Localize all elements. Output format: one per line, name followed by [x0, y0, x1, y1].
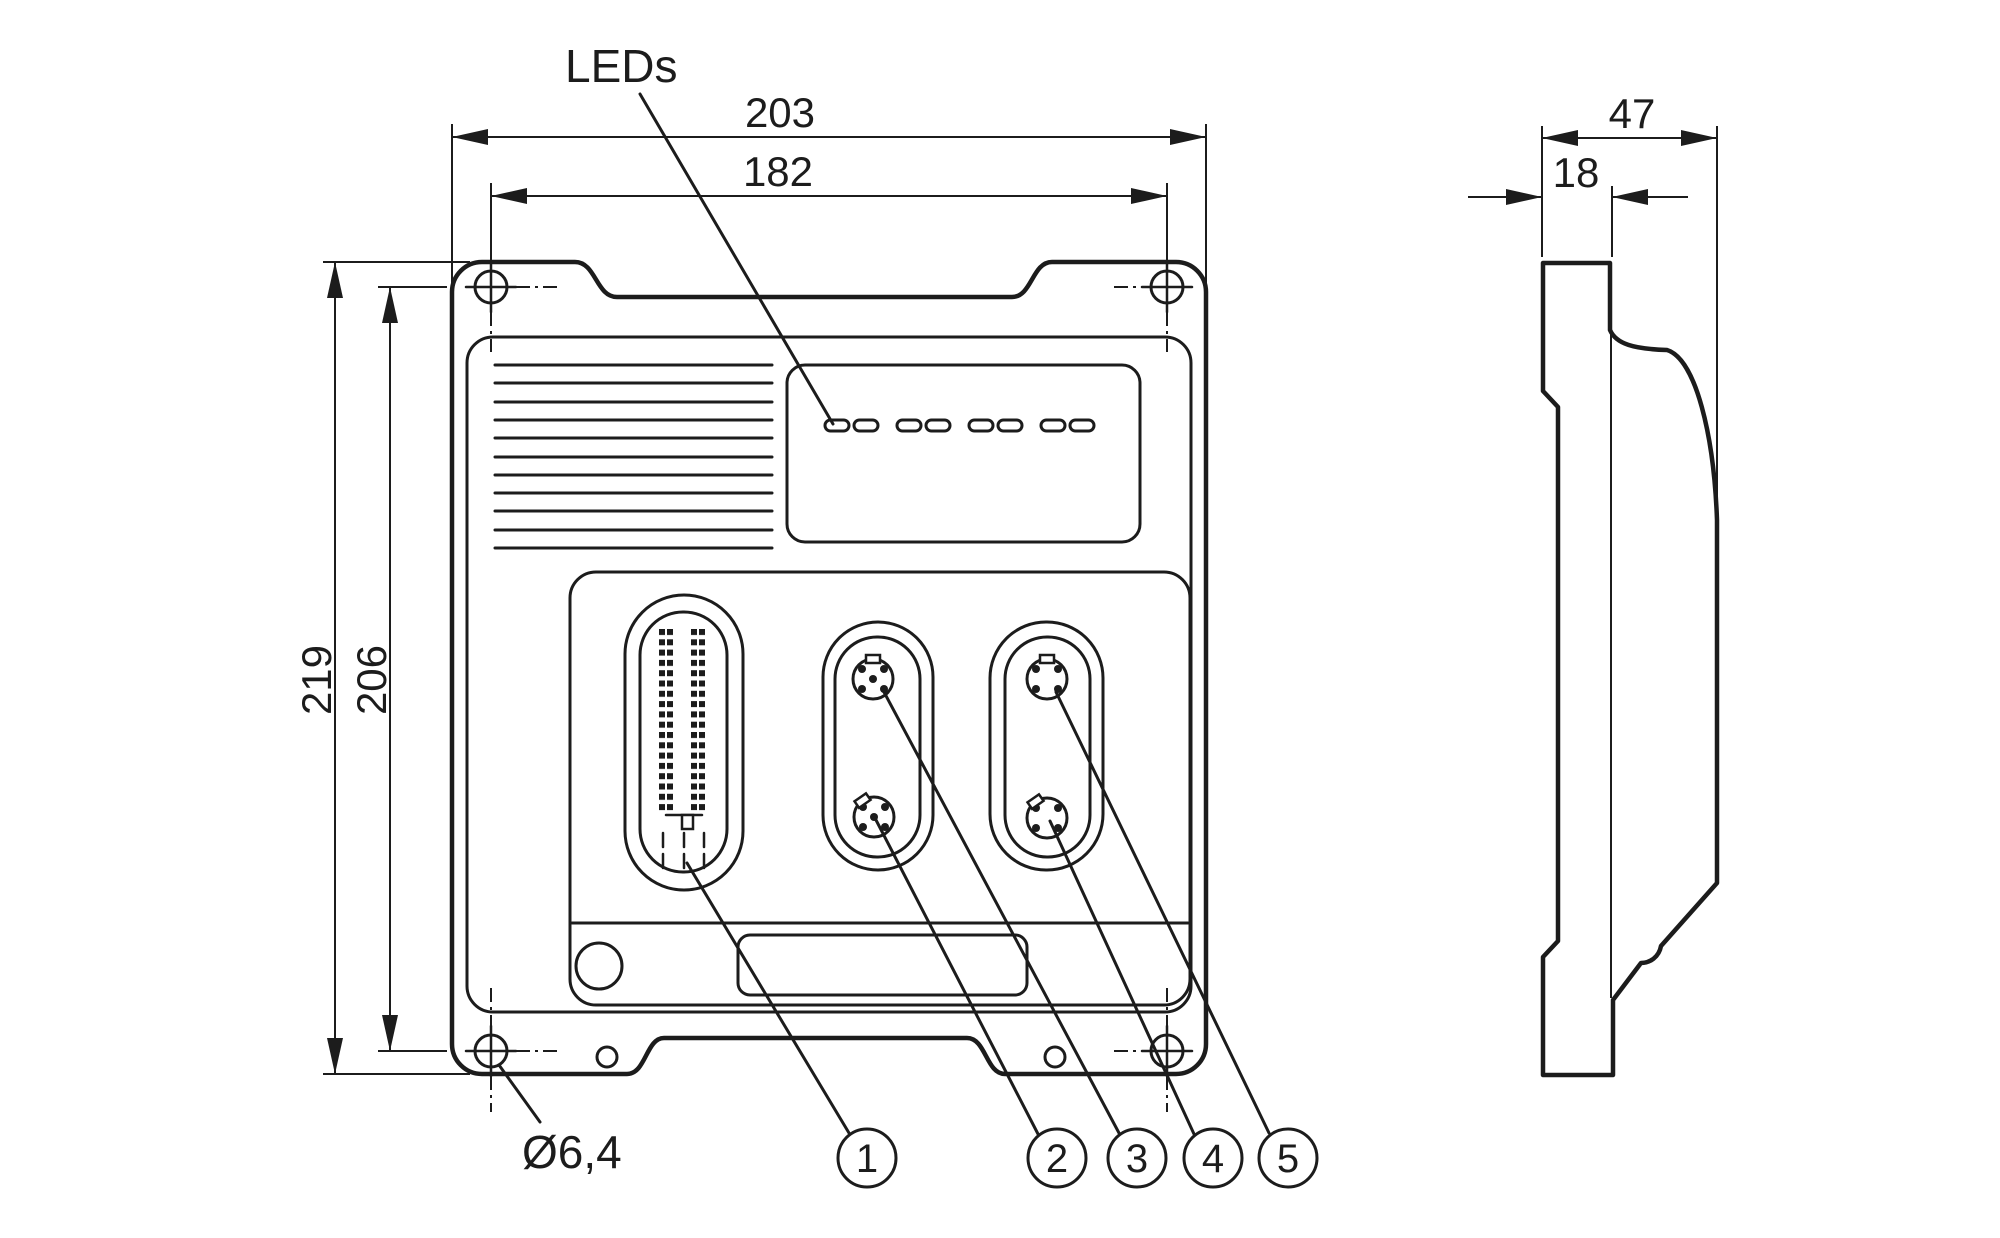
housing-outline [449, 259, 1209, 1077]
mounting-screw-top-right [1114, 260, 1194, 352]
dimension-front-height-overall: 219 [293, 261, 470, 1075]
dimension-value-18: 18 [1553, 149, 1600, 196]
side-view [1540, 260, 1720, 1078]
multipin-connector [623, 593, 745, 892]
mounting-screw-bottom-right [1114, 988, 1194, 1112]
hole-diameter-label-group: Ø6,4 [497, 1063, 622, 1178]
flange-hole-right [1043, 1045, 1067, 1069]
callout-1: 1 [836, 1127, 898, 1189]
side-profile-outline [1540, 260, 1720, 1078]
front-view [449, 259, 1209, 1112]
dimension-front-width-overall: 203 [451, 89, 1207, 300]
dimension-value-182: 182 [743, 148, 813, 195]
leds-label: LEDs [565, 40, 677, 92]
dimension-front-hole-spacing-y: 206 [348, 286, 447, 1052]
oval-connector-middle [821, 620, 935, 872]
callout-4-number: 4 [1202, 1137, 1224, 1181]
vent-louvers [493, 363, 774, 550]
callout-3: 3 [1106, 1127, 1168, 1189]
callout-5: 5 [1257, 1127, 1319, 1189]
dimension-value-203: 203 [745, 89, 815, 136]
callout-5-number: 5 [1277, 1137, 1299, 1181]
mounting-screw-bottom-left [464, 988, 562, 1112]
round-button [574, 941, 624, 991]
callout-leaders [685, 690, 1271, 1136]
hole-diameter-label: Ø6,4 [522, 1126, 622, 1178]
connector-bay [568, 570, 1192, 1007]
flange-hole-left [595, 1045, 619, 1069]
dimension-value-47: 47 [1609, 90, 1656, 137]
callout-1-number: 1 [856, 1137, 878, 1181]
dimension-side-depth-overall: 47 [1541, 90, 1718, 548]
led-window [785, 363, 1142, 544]
dimension-front-hole-spacing-x: 182 [490, 148, 1168, 264]
pin-grid-right [691, 629, 705, 811]
callout-2: 2 [1026, 1127, 1088, 1189]
m12-socket-2 [852, 795, 896, 839]
label-plate [736, 933, 1029, 997]
callout-4: 4 [1182, 1127, 1244, 1189]
dimension-side-plate-depth: 18 [1468, 149, 1688, 257]
callout-2-number: 2 [1046, 1137, 1068, 1181]
dimension-value-206: 206 [348, 645, 395, 715]
callout-3-number: 3 [1126, 1137, 1148, 1181]
oval-connector-right [988, 620, 1105, 872]
m12-socket-5 [1025, 657, 1069, 701]
pin-grid-left [659, 629, 673, 811]
m12-socket-4 [1025, 796, 1069, 840]
mounting-screw-top-left [464, 260, 562, 352]
led-indicators [823, 418, 1096, 433]
leds-label-group: LEDs [565, 40, 835, 426]
dimension-value-219: 219 [293, 645, 340, 715]
coding-dashes [661, 831, 706, 870]
